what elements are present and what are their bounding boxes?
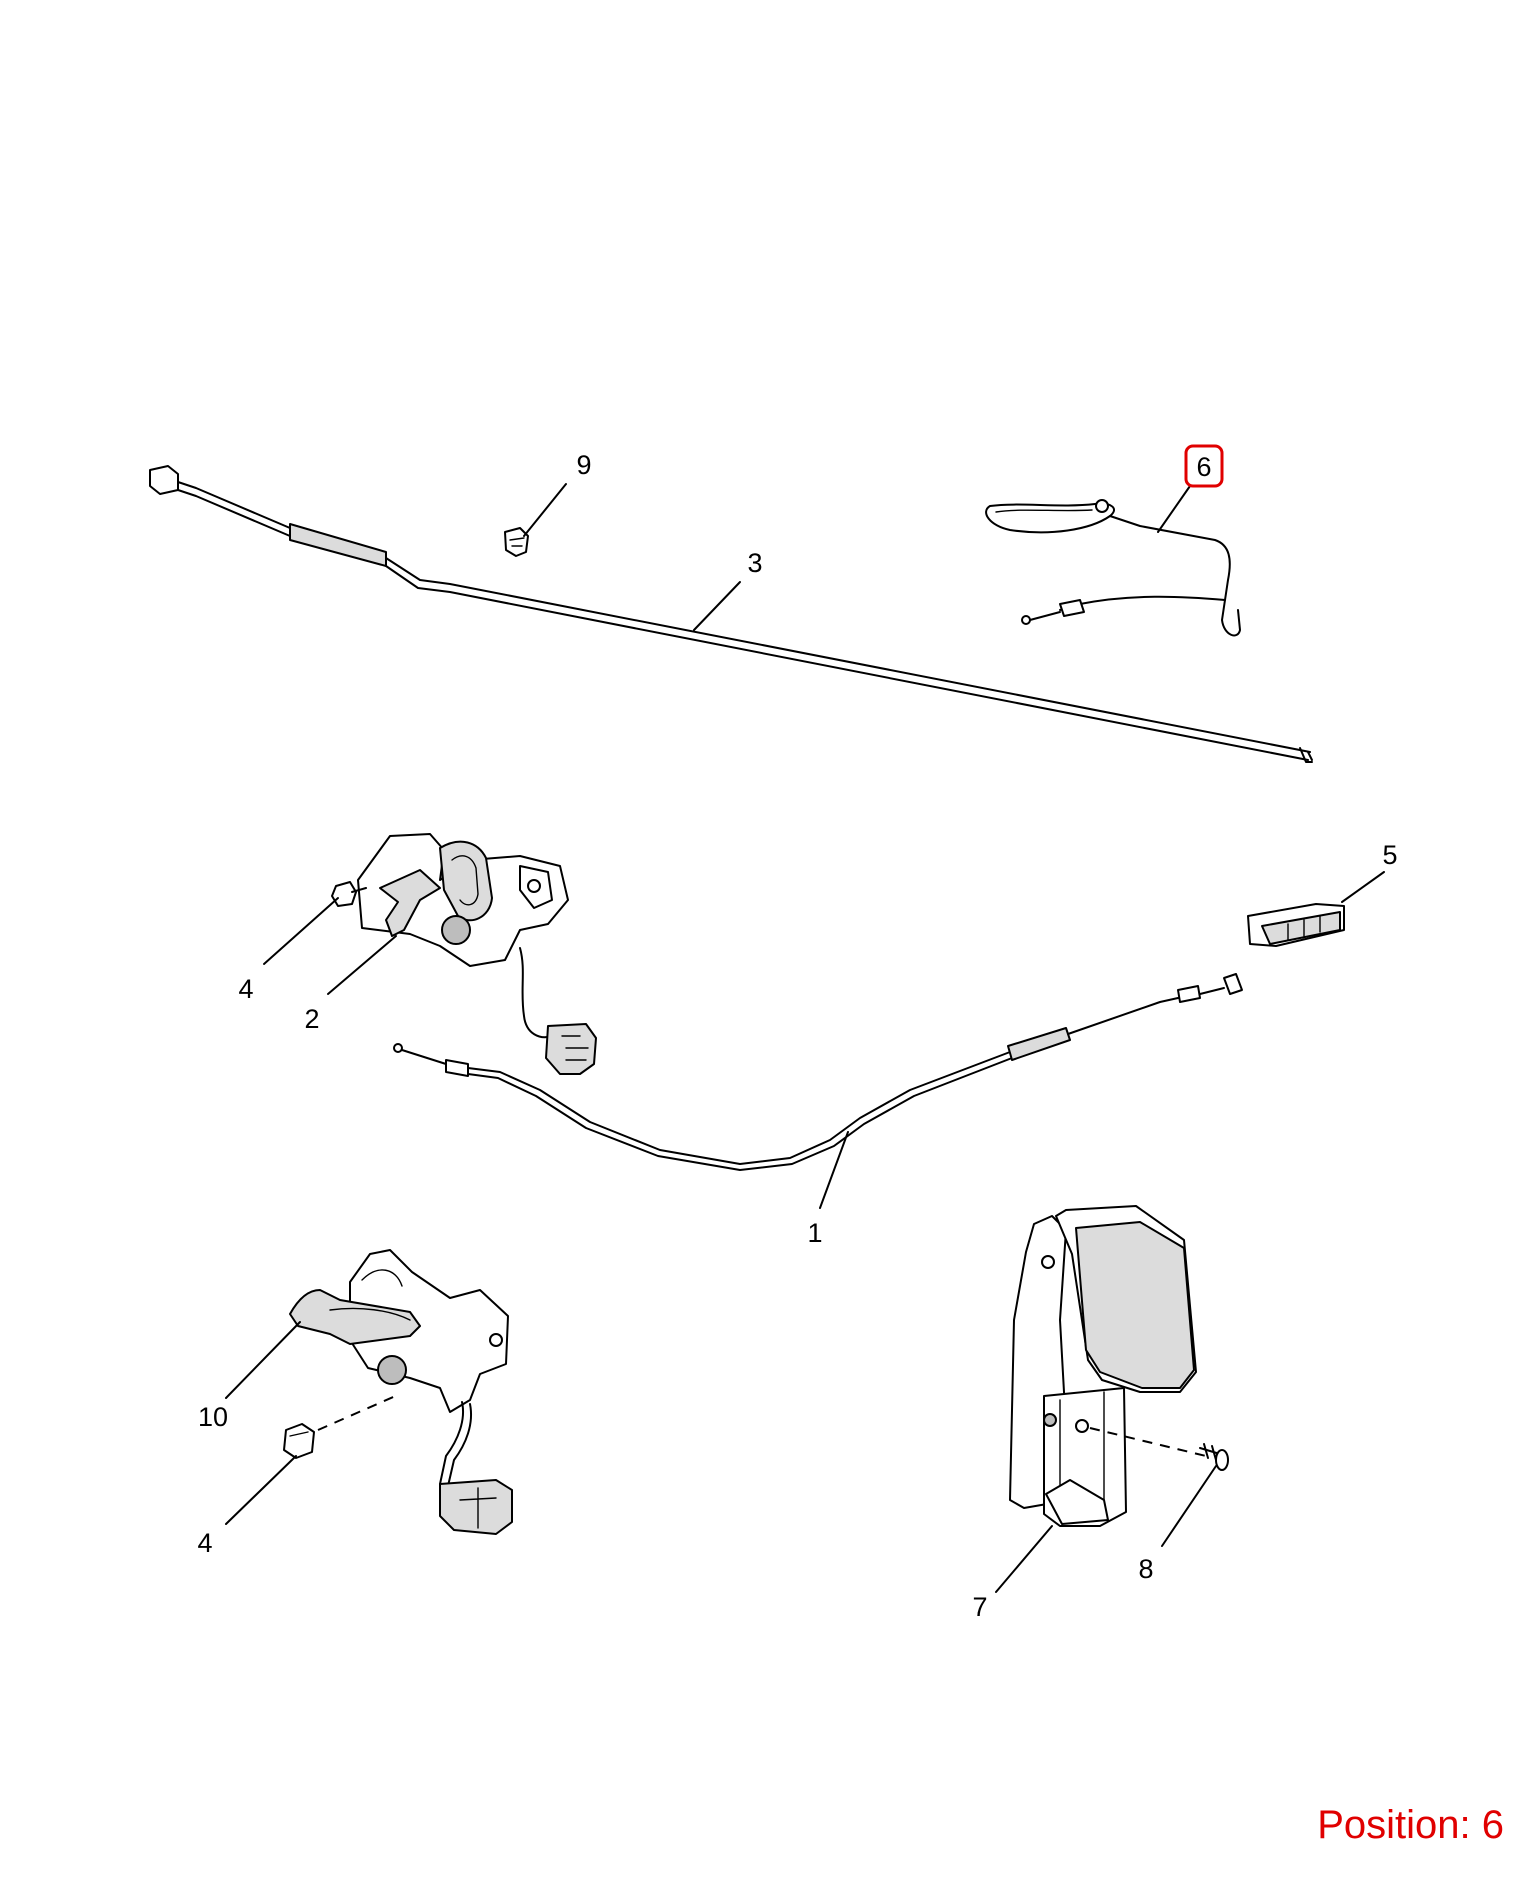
callout-7[interactable]: 7	[972, 1592, 987, 1622]
part-3-release-rod	[149, 465, 1313, 763]
callout-10[interactable]: 10	[198, 1402, 228, 1432]
callout-4-lower[interactable]: 4	[197, 1528, 212, 1558]
callout-6[interactable]: 6	[1196, 452, 1211, 482]
callout-2[interactable]: 2	[304, 1004, 319, 1034]
callout-3[interactable]: 3	[747, 548, 762, 578]
part-7-release-handle	[1009, 1205, 1207, 1527]
part-5-bracket	[1247, 903, 1345, 947]
part-9-clip	[504, 527, 529, 557]
part-1-release-cable	[393, 973, 1243, 1171]
callout-4-upper[interactable]: 4	[238, 974, 253, 1004]
callouts: 9 3 6 5 4 2 1 10 4 7 8	[197, 444, 1398, 1622]
part-2-hood-latch	[357, 833, 597, 1075]
part-8-screw	[1199, 1443, 1229, 1471]
position-label: Position: 6	[1317, 1803, 1504, 1847]
part-4-bolt-lower	[283, 1423, 315, 1459]
callout-5[interactable]: 5	[1382, 840, 1397, 870]
callout-6-highlight-box	[1184, 444, 1224, 488]
callout-8[interactable]: 8	[1138, 1554, 1153, 1584]
callout-1[interactable]: 1	[807, 1218, 822, 1248]
part-10-latch	[289, 1249, 513, 1535]
leader-lines	[225, 483, 1385, 1593]
part-4-bolt-upper	[331, 881, 367, 907]
callout-9[interactable]: 9	[576, 450, 591, 480]
part-6-cable	[985, 499, 1241, 637]
